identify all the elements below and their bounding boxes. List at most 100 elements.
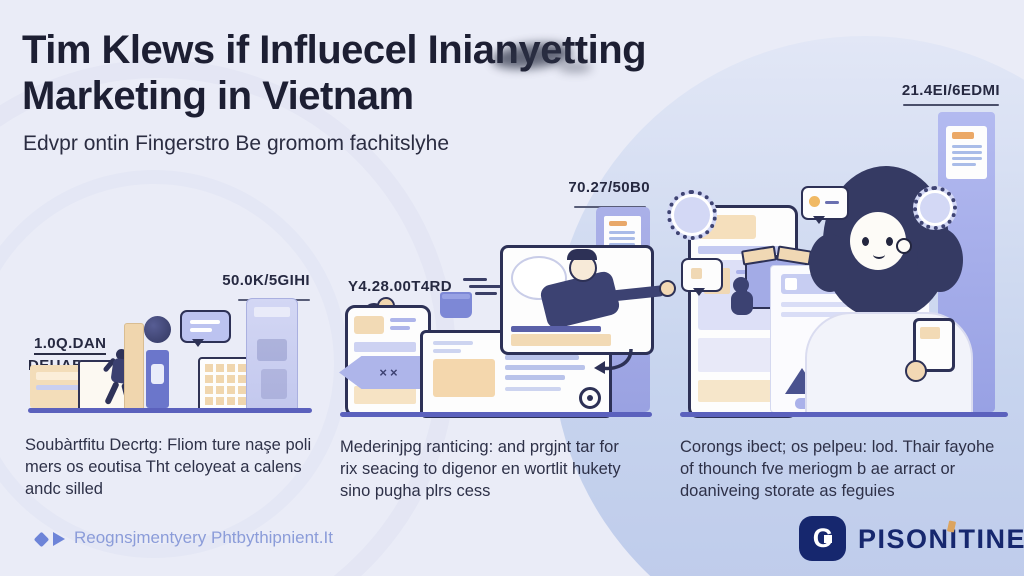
portrait-frame xyxy=(500,245,676,355)
stat-underline xyxy=(903,104,999,106)
tablet-block-tan xyxy=(698,380,782,402)
curved-arrow-icon xyxy=(594,348,633,374)
phone-line xyxy=(390,326,410,330)
logo-square-dot xyxy=(824,535,832,543)
brand-logo-icon: C xyxy=(799,516,846,561)
bar-lavender-tall xyxy=(246,298,298,410)
person-hand xyxy=(659,280,676,297)
gear-icon xyxy=(913,186,957,230)
phone-block-tan xyxy=(354,386,416,404)
window-line xyxy=(433,341,473,345)
stat-label: 70.27/50B0 xyxy=(568,179,650,196)
carrier-figure xyxy=(733,277,749,293)
stat-label: 1.0Q.DAN xyxy=(34,335,107,355)
bubble-dot-orange xyxy=(809,196,820,207)
box-flap xyxy=(776,245,812,266)
title-line-2: Marketing in Vietnam xyxy=(22,73,414,118)
content-line xyxy=(505,375,565,380)
bar-shadow-block xyxy=(257,339,287,361)
dash-lines xyxy=(463,278,513,298)
bar-shadow-block xyxy=(261,369,287,399)
content-line xyxy=(505,387,561,391)
figure-head xyxy=(144,316,171,343)
tablet-bar xyxy=(698,246,782,254)
ground-line xyxy=(28,408,312,413)
person-head xyxy=(116,349,127,360)
header-square xyxy=(785,278,797,290)
ink-smudge-tail xyxy=(558,62,592,72)
gear-icon xyxy=(667,190,717,240)
person-cap xyxy=(567,249,597,260)
brand-name: PISONITINE xyxy=(858,524,1024,554)
target-dot xyxy=(587,395,593,401)
banner-marks: ×× xyxy=(379,365,401,380)
woman-face xyxy=(850,212,912,270)
doc-title-bar xyxy=(609,221,627,226)
diamond-icon xyxy=(33,531,50,548)
bar-tan xyxy=(124,323,144,410)
footer-bullet-icons xyxy=(33,531,68,548)
dash xyxy=(463,278,487,281)
column-1-caption: Soubàrtfitu Decrtg: Fliom ture naşe poli… xyxy=(25,436,312,499)
panel-line xyxy=(36,385,86,390)
speech-bubble-icon xyxy=(681,258,723,296)
bucket-lid xyxy=(442,294,470,299)
stat-label: Y4.28.00T4RD xyxy=(348,278,453,295)
phone-screen-tan xyxy=(920,327,940,339)
hair-curl xyxy=(809,234,851,292)
ground-line xyxy=(680,412,1008,417)
person-arm xyxy=(606,284,666,303)
calendar-grid xyxy=(205,364,251,405)
ground-line xyxy=(340,412,652,417)
desk-bar-blue xyxy=(511,326,601,332)
bubble-scribble xyxy=(825,201,839,204)
content-line xyxy=(505,355,579,360)
desk-bar-tan xyxy=(511,334,611,346)
eye xyxy=(862,237,869,246)
speech-bubble-icon xyxy=(180,310,231,347)
speech-bubble-icon xyxy=(801,186,849,224)
panel-line xyxy=(36,372,106,380)
tablet-block xyxy=(698,338,782,372)
column-1-illustration: 50.0K/5GIHI 1.0Q.DAN DEUAB xyxy=(20,265,320,415)
bubble-line xyxy=(190,328,212,332)
climbing-person-icon xyxy=(102,349,142,408)
column-3-illustration: 21.4EI/6EDMI xyxy=(667,80,1015,420)
person-leg xyxy=(104,380,120,406)
smile xyxy=(873,250,885,259)
badge xyxy=(151,364,164,384)
phone-bar xyxy=(354,342,416,352)
document-icon xyxy=(946,126,987,179)
doc-title-bar xyxy=(952,132,974,139)
doc-line xyxy=(952,145,982,148)
arrow-right-icon xyxy=(53,532,65,546)
ear xyxy=(896,238,912,254)
bubble-square-tan xyxy=(691,268,702,279)
hand-icon xyxy=(905,360,927,382)
column-2-caption: Mederinjpg ranticing: and prgjnt tar for… xyxy=(340,438,621,501)
doc-line xyxy=(952,163,976,166)
page-title: Tim Klews if Influecel Inianyetting Mark… xyxy=(22,28,647,119)
carrier-body xyxy=(731,291,753,315)
content-block-orange xyxy=(433,359,495,397)
page-subtitle: Edvpr ontin Fingerstro Be gromom fachits… xyxy=(23,132,450,155)
phone-in-hand-icon xyxy=(913,318,955,372)
footer-note: Reognsjmentyery Phtbythipnient.It xyxy=(74,528,333,547)
stat-label: 21.4EI/6EDMI xyxy=(901,82,1000,99)
bar-highlight xyxy=(254,307,290,317)
doc-line xyxy=(952,151,982,154)
doc-line xyxy=(609,237,635,240)
logo-glyph: C xyxy=(812,523,833,553)
dash xyxy=(475,292,497,295)
doc-line xyxy=(952,157,982,160)
stat-label: 50.0K/5GIHI xyxy=(222,272,310,289)
bucket-icon xyxy=(440,292,472,318)
column-2-illustration: 70.27/50B0 Y4.28.00T4RD xyxy=(335,175,676,420)
hair-curl xyxy=(917,228,963,292)
doc-line xyxy=(609,243,635,246)
bubble-line xyxy=(190,320,220,324)
dash xyxy=(469,285,501,288)
phone-line xyxy=(390,318,416,322)
window-line xyxy=(433,349,461,353)
